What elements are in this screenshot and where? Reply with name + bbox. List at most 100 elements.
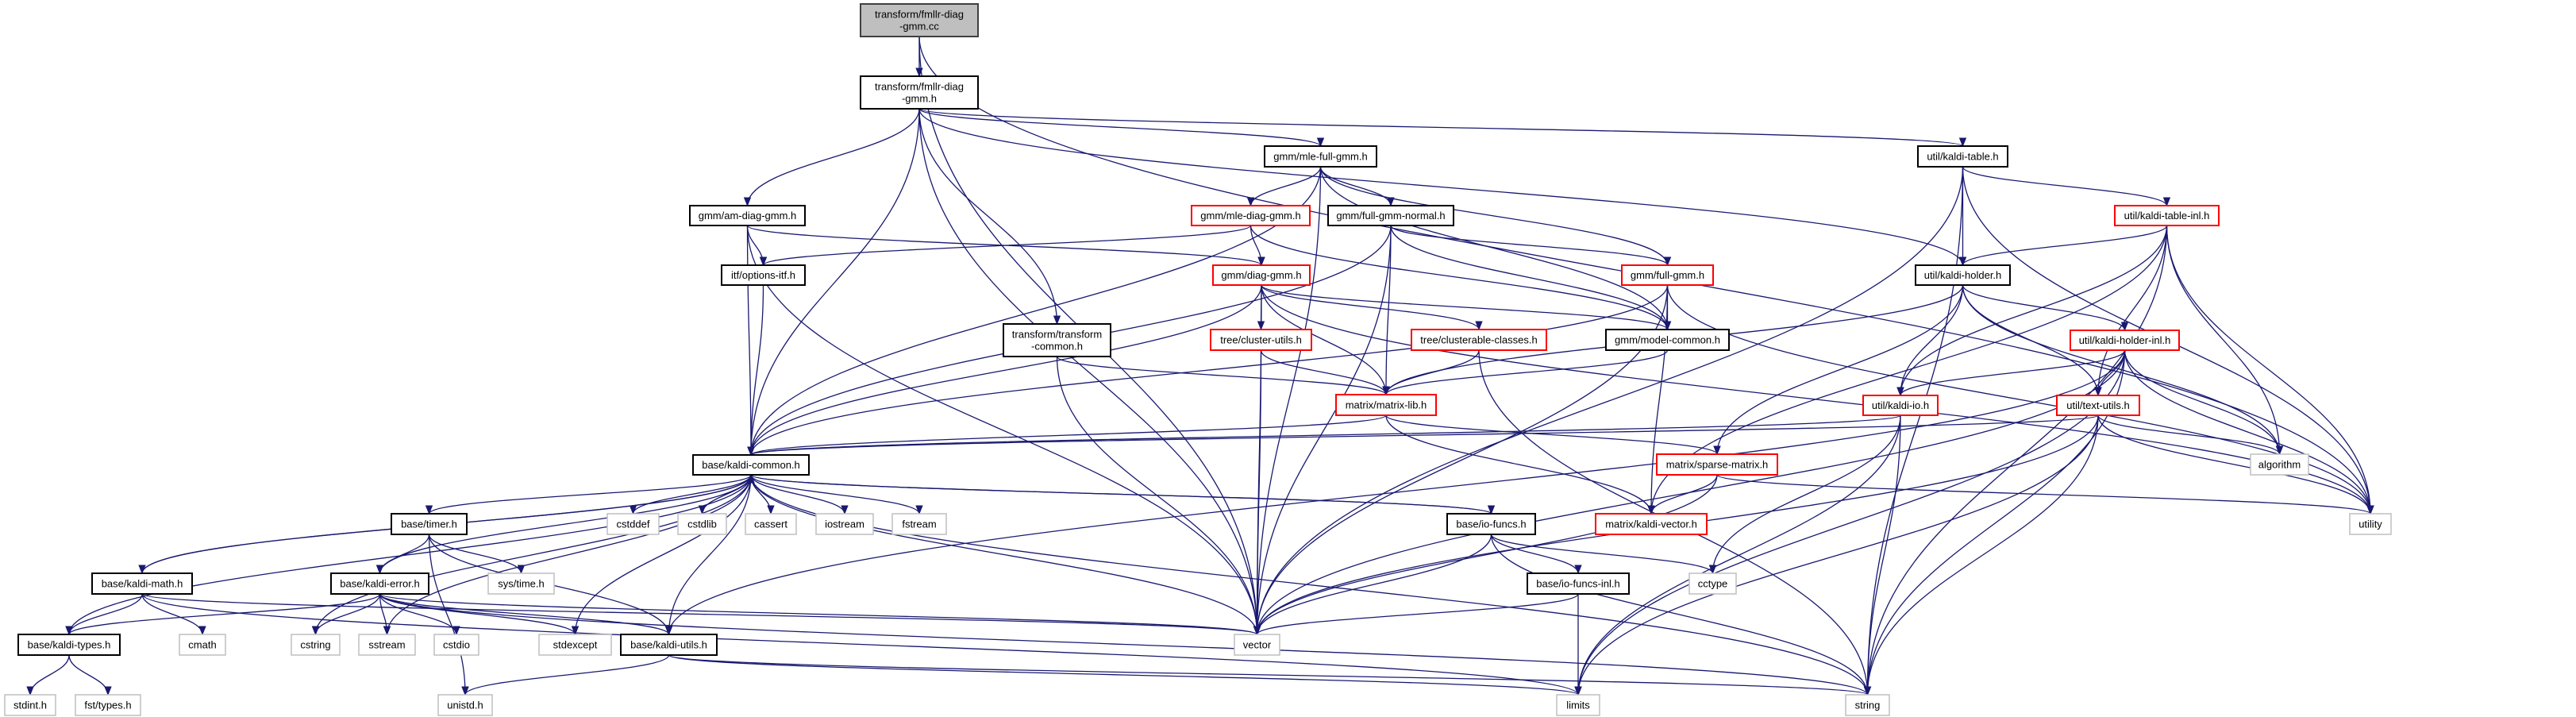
- node-label: base/kaldi-utils.h: [630, 639, 707, 651]
- node-box: [1862, 395, 1939, 416]
- node-label: base/timer.h: [401, 518, 457, 530]
- edges-layer: [26, 36, 2374, 696]
- node-box: [91, 572, 193, 595]
- edge-kaldi_common-to-cstdlib: [698, 474, 752, 515]
- node-kaldi-math[interactable]: base/kaldi-math.h: [91, 572, 193, 595]
- node-box: [606, 513, 660, 535]
- node-clusterable[interactable]: tree/clusterable-classes.h: [1411, 329, 1547, 351]
- node-label: util/kaldi-holder.h: [1924, 269, 2002, 281]
- node-root[interactable]: transform/fmllr-diag-gmm.cc: [860, 3, 979, 37]
- edge-table_inl-to-text_utils: [2094, 225, 2168, 397]
- node-io-funcs[interactable]: base/io-funcs.h: [1446, 513, 1536, 535]
- edge-holder_inl-to-kaldi_utils: [664, 349, 2126, 636]
- node-label: cctype: [1698, 578, 1728, 590]
- edge-table_inl-to-utility: [2166, 225, 2374, 515]
- node-box: [1556, 694, 1600, 716]
- node-full-gmm[interactable]: gmm/full-gmm.h: [1621, 264, 1714, 286]
- node-kaldi-error[interactable]: base/kaldi-error.h: [330, 572, 429, 595]
- node-matrix-lib[interactable]: matrix/matrix-lib.h: [1335, 394, 1437, 416]
- edge-full_normal-to-full_gmm: [1390, 225, 1672, 267]
- edge-kaldi_error-to-cstring: [311, 593, 381, 636]
- edge-table_inl-to-kaldi_holder: [1958, 225, 2168, 267]
- node-label: itf/options-itf.h: [731, 269, 795, 281]
- node-cluster-utils[interactable]: tree/cluster-utils.h: [1210, 329, 1312, 351]
- node-am-diag[interactable]: gmm/am-diag-gmm.h: [689, 205, 806, 226]
- node-box: [179, 634, 226, 656]
- node-transform-common[interactable]: transform/transform-common.h: [1003, 323, 1111, 357]
- node-kaldi-vector[interactable]: matrix/kaldi-vector.h: [1595, 513, 1708, 535]
- node-label: base/kaldi-common.h: [702, 459, 800, 471]
- edge-kaldi_holder-to-kaldi_io: [1896, 284, 1964, 397]
- node-kaldi-table[interactable]: util/kaldi-table.h: [1917, 145, 2008, 168]
- node-box: [1264, 145, 1377, 168]
- edge-diag_gmm-to-model_common: [1261, 284, 1671, 331]
- edge-holder_inl-to-kaldi_io: [1896, 349, 2126, 397]
- edge-timer-to-kaldi_error: [375, 534, 430, 575]
- node-box: [692, 454, 810, 476]
- node-sparse-matrix[interactable]: matrix/sparse-matrix.h: [1656, 453, 1778, 476]
- node-label: string: [1855, 700, 1881, 711]
- node-vector: vector: [1234, 634, 1280, 656]
- node-io-funcs-inl[interactable]: base/io-funcs-inl.h: [1527, 572, 1630, 595]
- edge-matrix_lib-to-sparse_matrix: [1385, 414, 1721, 456]
- node-box: [1212, 264, 1311, 286]
- node-diag-gmm[interactable]: gmm/diag-gmm.h: [1212, 264, 1311, 286]
- edge-diag_gmm-to-matrix_lib: [1261, 284, 1390, 396]
- node-cctype: cctype: [1688, 572, 1737, 595]
- node-label: cstdio: [443, 639, 470, 651]
- node-mle-full[interactable]: gmm/mle-full-gmm.h: [1264, 145, 1377, 168]
- node-box: [1605, 329, 1730, 351]
- edge-timer-to-unistd: [428, 534, 469, 696]
- node-fmllr-h[interactable]: transform/fmllr-diag-gmm.h: [860, 75, 979, 110]
- edge-kaldi_math-to-kaldi_types: [65, 593, 143, 636]
- node-box: [1335, 394, 1437, 416]
- edge-sparse_matrix-to-utility: [1716, 474, 2374, 515]
- node-kaldi-io[interactable]: util/kaldi-io.h: [1862, 395, 1939, 416]
- node-options-itf[interactable]: itf/options-itf.h: [721, 264, 806, 286]
- node-label: tree/cluster-utils.h: [1220, 334, 1302, 346]
- edge-kaldi_table-to-string: [1863, 166, 1964, 696]
- node-full-normal[interactable]: gmm/full-gmm-normal.h: [1327, 205, 1454, 226]
- node-algorithm: algorithm: [2250, 453, 2309, 476]
- node-kaldi-holder[interactable]: util/kaldi-holder.h: [1915, 264, 2011, 286]
- node-label: vector: [1243, 639, 1272, 651]
- node-text-utils[interactable]: util/text-utils.h: [2056, 395, 2140, 416]
- node-cstddef: cstddef: [606, 513, 660, 535]
- edge-fmllr_h-to-transform_common: [918, 108, 1061, 326]
- node-kaldi-types[interactable]: base/kaldi-types.h: [17, 634, 121, 656]
- node-label: tree/clusterable-classes.h: [1420, 334, 1537, 346]
- node-label: transform/fmllr-diag: [875, 81, 964, 93]
- node-cassert: cassert: [745, 513, 797, 535]
- edge-mle_diag-to-options_itf: [760, 225, 1252, 267]
- node-table-inl[interactable]: util/kaldi-table-inl.h: [2114, 205, 2220, 226]
- node-sys-time: sys/time.h: [487, 572, 555, 595]
- node-box: [689, 205, 806, 226]
- node-label: base/kaldi-math.h: [102, 578, 183, 590]
- edge-sparse_matrix-to-kaldi_vector: [1647, 474, 1718, 515]
- node-kaldi-utils[interactable]: base/kaldi-utils.h: [620, 634, 718, 656]
- edge-clusterable-to-matrix_lib: [1382, 349, 1480, 396]
- edge-mle_diag-to-model_common: [1249, 225, 1672, 331]
- edge-kaldi_holder-to-algorithm: [1962, 284, 2284, 456]
- node-label: cstring: [300, 639, 330, 651]
- edge-kaldi_common-to-kaldi_error: [375, 474, 752, 575]
- node-model-common[interactable]: gmm/model-common.h: [1605, 329, 1730, 351]
- node-label: iostream: [825, 518, 864, 530]
- node-timer[interactable]: base/timer.h: [391, 513, 468, 535]
- node-label: util/kaldi-holder-inl.h: [2079, 334, 2171, 346]
- node-kaldi-common[interactable]: base/kaldi-common.h: [692, 454, 810, 476]
- node-label: unistd.h: [447, 700, 483, 711]
- edge-kaldi_table-to-vector: [1253, 166, 1964, 636]
- node-label: fstream: [902, 518, 936, 530]
- node-mle-diag[interactable]: gmm/mle-diag-gmm.h: [1191, 205, 1311, 226]
- node-box: [2114, 205, 2220, 226]
- edge-kaldi_io-to-cctype: [1708, 414, 1901, 575]
- node-box: [677, 513, 727, 535]
- node-holder-inl[interactable]: util/kaldi-holder-inl.h: [2070, 330, 2180, 351]
- edge-kaldi_io-to-string: [1863, 414, 1901, 696]
- node-label: sys/time.h: [498, 578, 545, 590]
- edge-io_funcs-to-kaldi_common: [747, 473, 1492, 515]
- edge-full_normal-to-model_common: [1390, 225, 1672, 331]
- edge-text_utils-to-utility: [2097, 414, 2374, 515]
- edge-io_funcs-to-vector: [1253, 534, 1492, 636]
